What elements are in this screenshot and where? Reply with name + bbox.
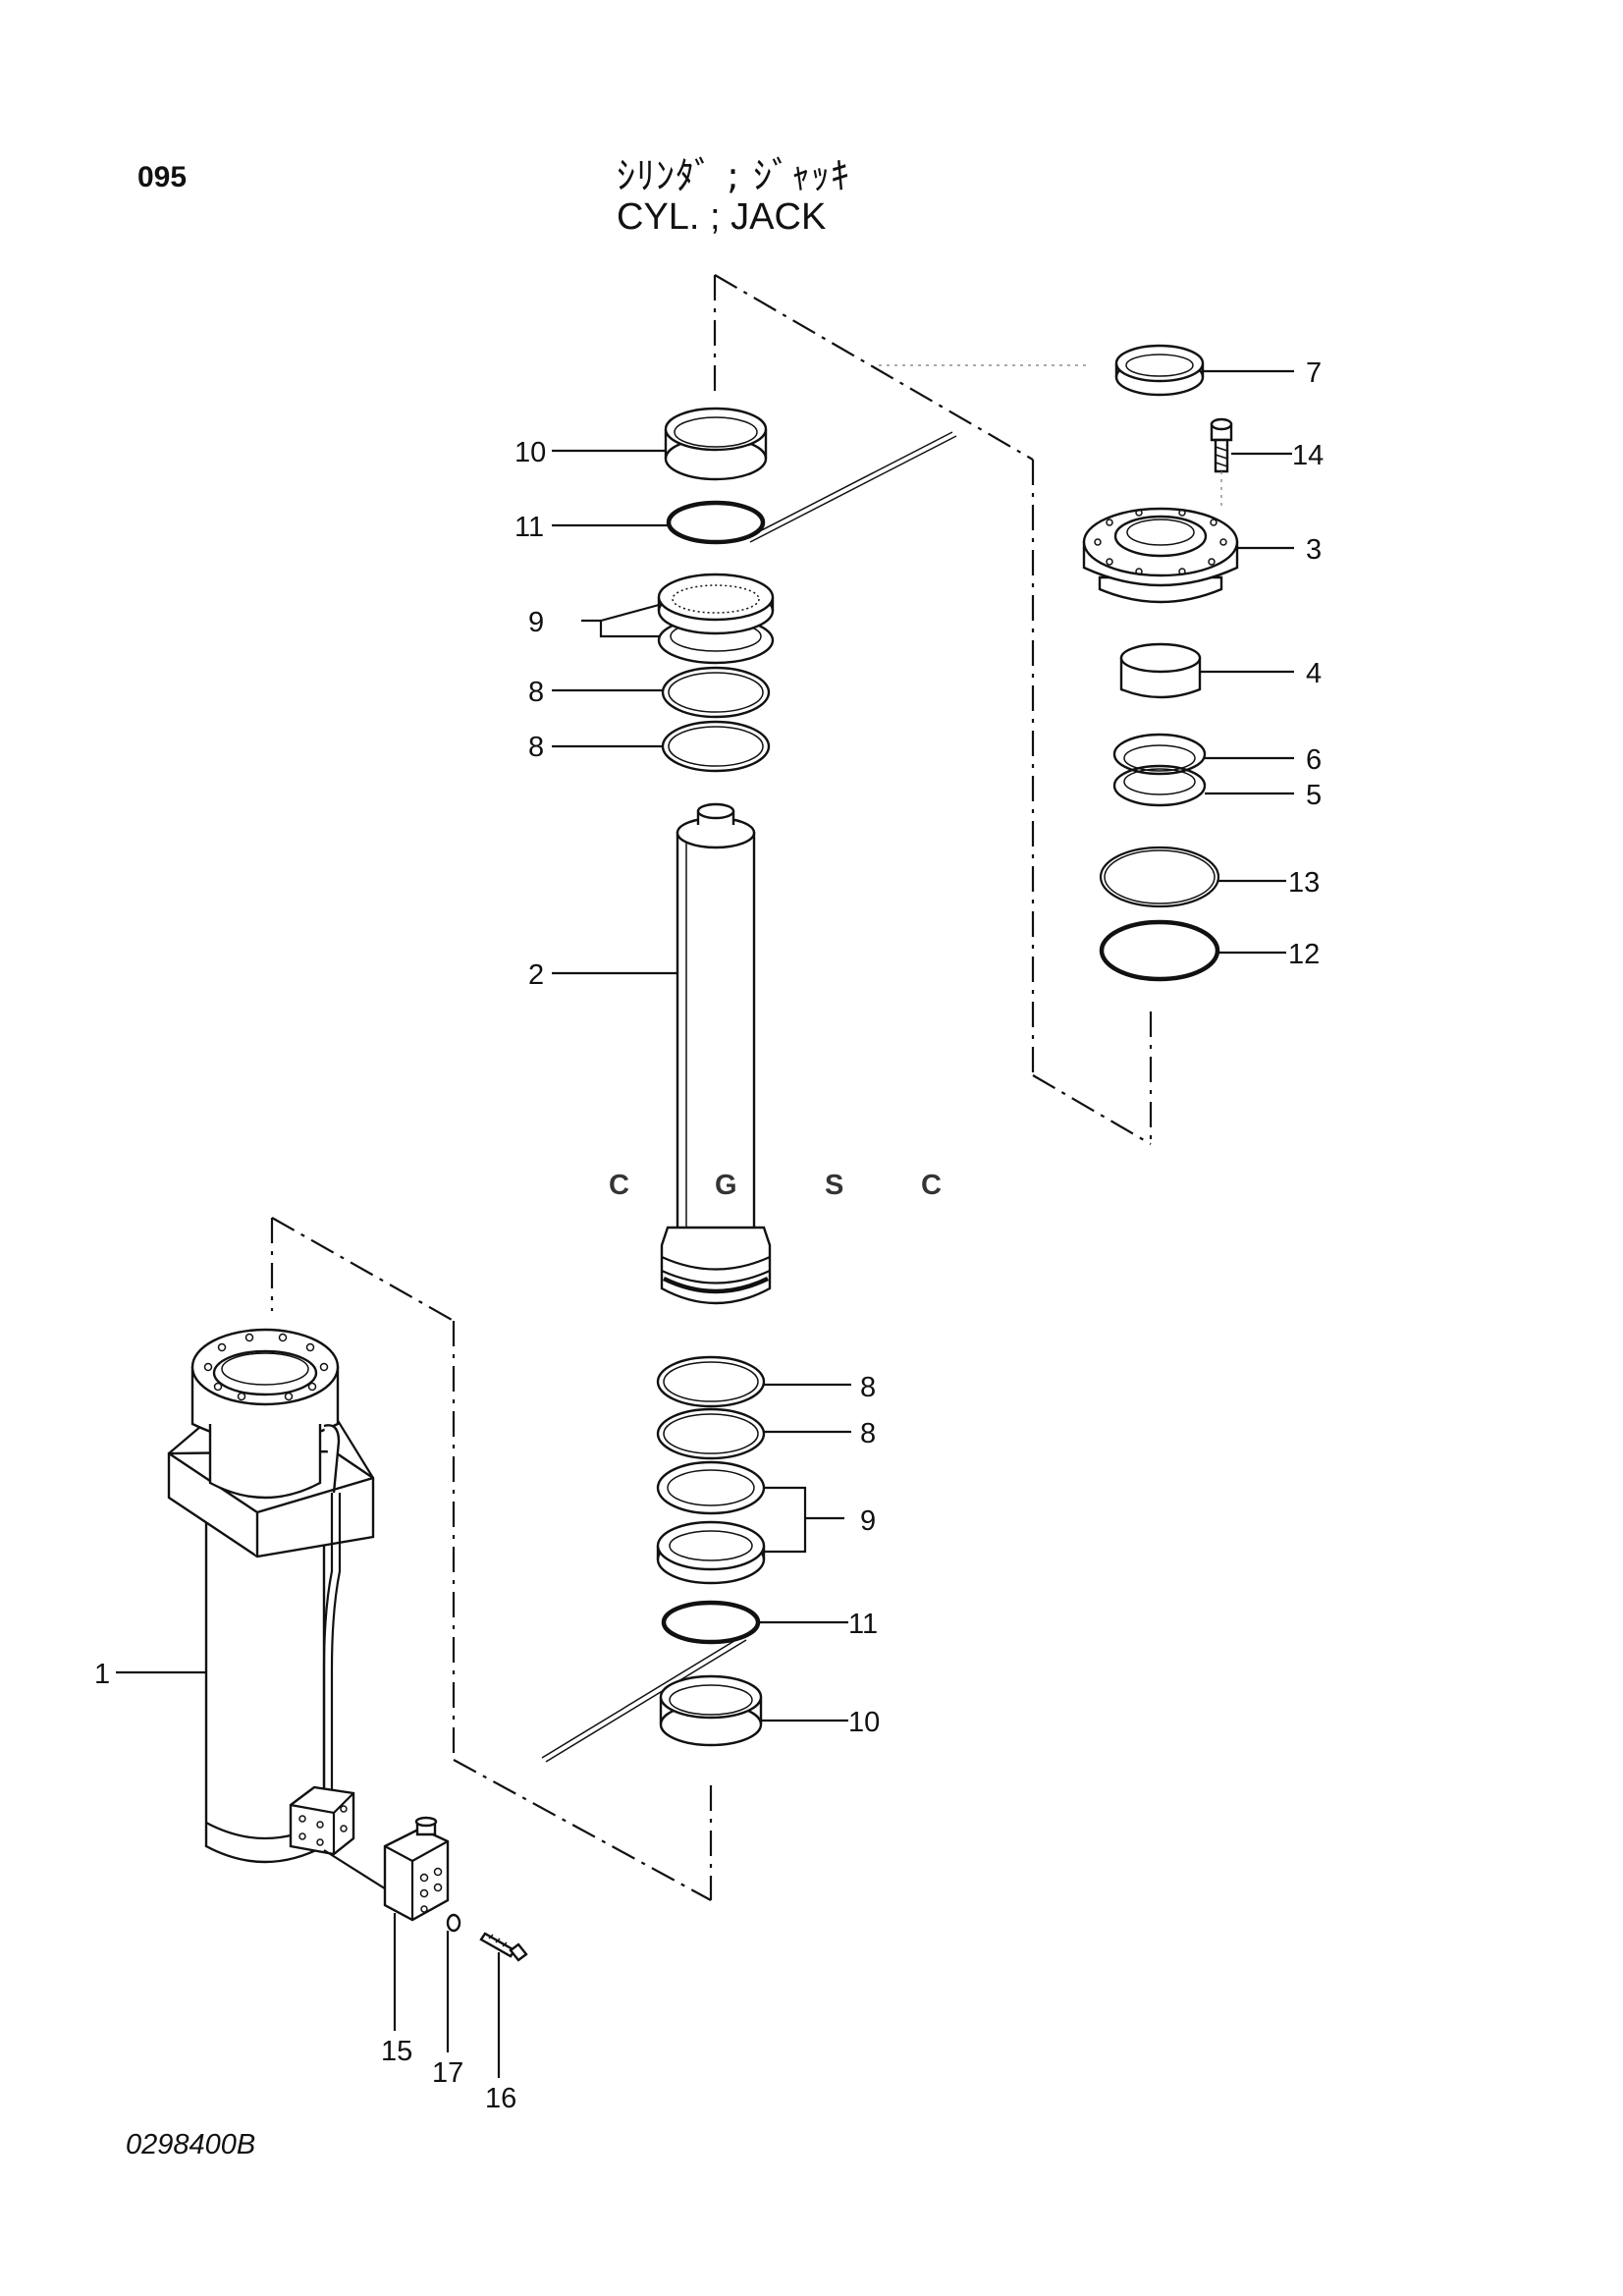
page-title-japanese: ｼﾘﾝﾀﾞ ; ｼﾞｬｯｷ [617, 154, 850, 197]
callout-14: 14 [1292, 440, 1324, 471]
callout-6: 6 [1306, 744, 1322, 776]
callout-10-upper: 10 [514, 437, 546, 468]
callout-15: 15 [381, 2036, 412, 2067]
drawing-code: 0298400B [126, 2129, 256, 2160]
callout-11-lower: 11 [848, 1609, 878, 1640]
cylinder-tube [167, 1328, 389, 1891]
assembly-guide-lines [270, 274, 1153, 1901]
callout-3: 3 [1306, 534, 1322, 566]
callout-13: 13 [1288, 867, 1320, 899]
rod-gland-3 [1082, 507, 1239, 604]
watermark-letter-c2: C [921, 1170, 942, 1201]
retaining-ring-upper [666, 431, 957, 545]
callout-9-upper: 9 [528, 607, 544, 638]
callout-4: 4 [1306, 658, 1322, 689]
callout-5: 5 [1306, 780, 1322, 811]
watermark-letter-s: S [825, 1170, 843, 1201]
o-ring-12 [1099, 919, 1220, 982]
callout-10-lower: 10 [848, 1707, 880, 1738]
seal-ring-5 [1112, 764, 1207, 807]
callout-1: 1 [94, 1659, 110, 1690]
dust-seal-7 [1114, 344, 1205, 397]
callout-9-lower: 9 [860, 1505, 876, 1537]
wiper-ring-upper [664, 407, 768, 481]
callout-8-lower-1: 8 [860, 1372, 876, 1403]
callout-11-upper: 11 [514, 512, 544, 543]
callout-8-upper-2: 8 [528, 732, 544, 763]
o-ring-lower-1 [656, 1355, 766, 1408]
callout-16: 16 [485, 2083, 516, 2114]
callout-2: 2 [528, 959, 544, 991]
cgsc-watermark-logo: C G S C [609, 1170, 942, 1201]
callout-8-upper-1: 8 [528, 677, 544, 708]
socket-bolt-14 [1210, 417, 1233, 511]
leader-lines [116, 369, 1294, 2078]
watermark-letter-g: G [715, 1170, 737, 1201]
callout-12: 12 [1288, 939, 1320, 970]
rod-packing-lower [656, 1460, 766, 1585]
wiper-ring-lower [659, 1674, 763, 1747]
callout-17: 17 [432, 2057, 463, 2089]
o-ring-upper-1 [661, 666, 771, 719]
seal-ring-6 [1112, 733, 1207, 776]
callout-8-lower-2: 8 [860, 1418, 876, 1449]
piston-rod [660, 802, 772, 1305]
rod-packing-upper [657, 573, 775, 665]
callout-7: 7 [1306, 357, 1322, 389]
page-number: 095 [137, 161, 188, 193]
page-title-english: CYL. ; JACK [617, 196, 827, 238]
check-valve-15 [383, 1816, 450, 1922]
callout-labels: 10 11 9 8 8 2 8 8 9 11 10 7 14 3 4 6 5 1… [94, 357, 1324, 2114]
watermark-letter-c1: C [609, 1170, 629, 1201]
bolt-16 [479, 1932, 528, 1962]
o-ring-lower-2 [656, 1407, 766, 1460]
o-ring-upper-2 [661, 720, 771, 773]
washer-17 [446, 1913, 461, 1933]
bushing-4 [1119, 642, 1202, 699]
backup-ring-13 [1099, 846, 1220, 908]
